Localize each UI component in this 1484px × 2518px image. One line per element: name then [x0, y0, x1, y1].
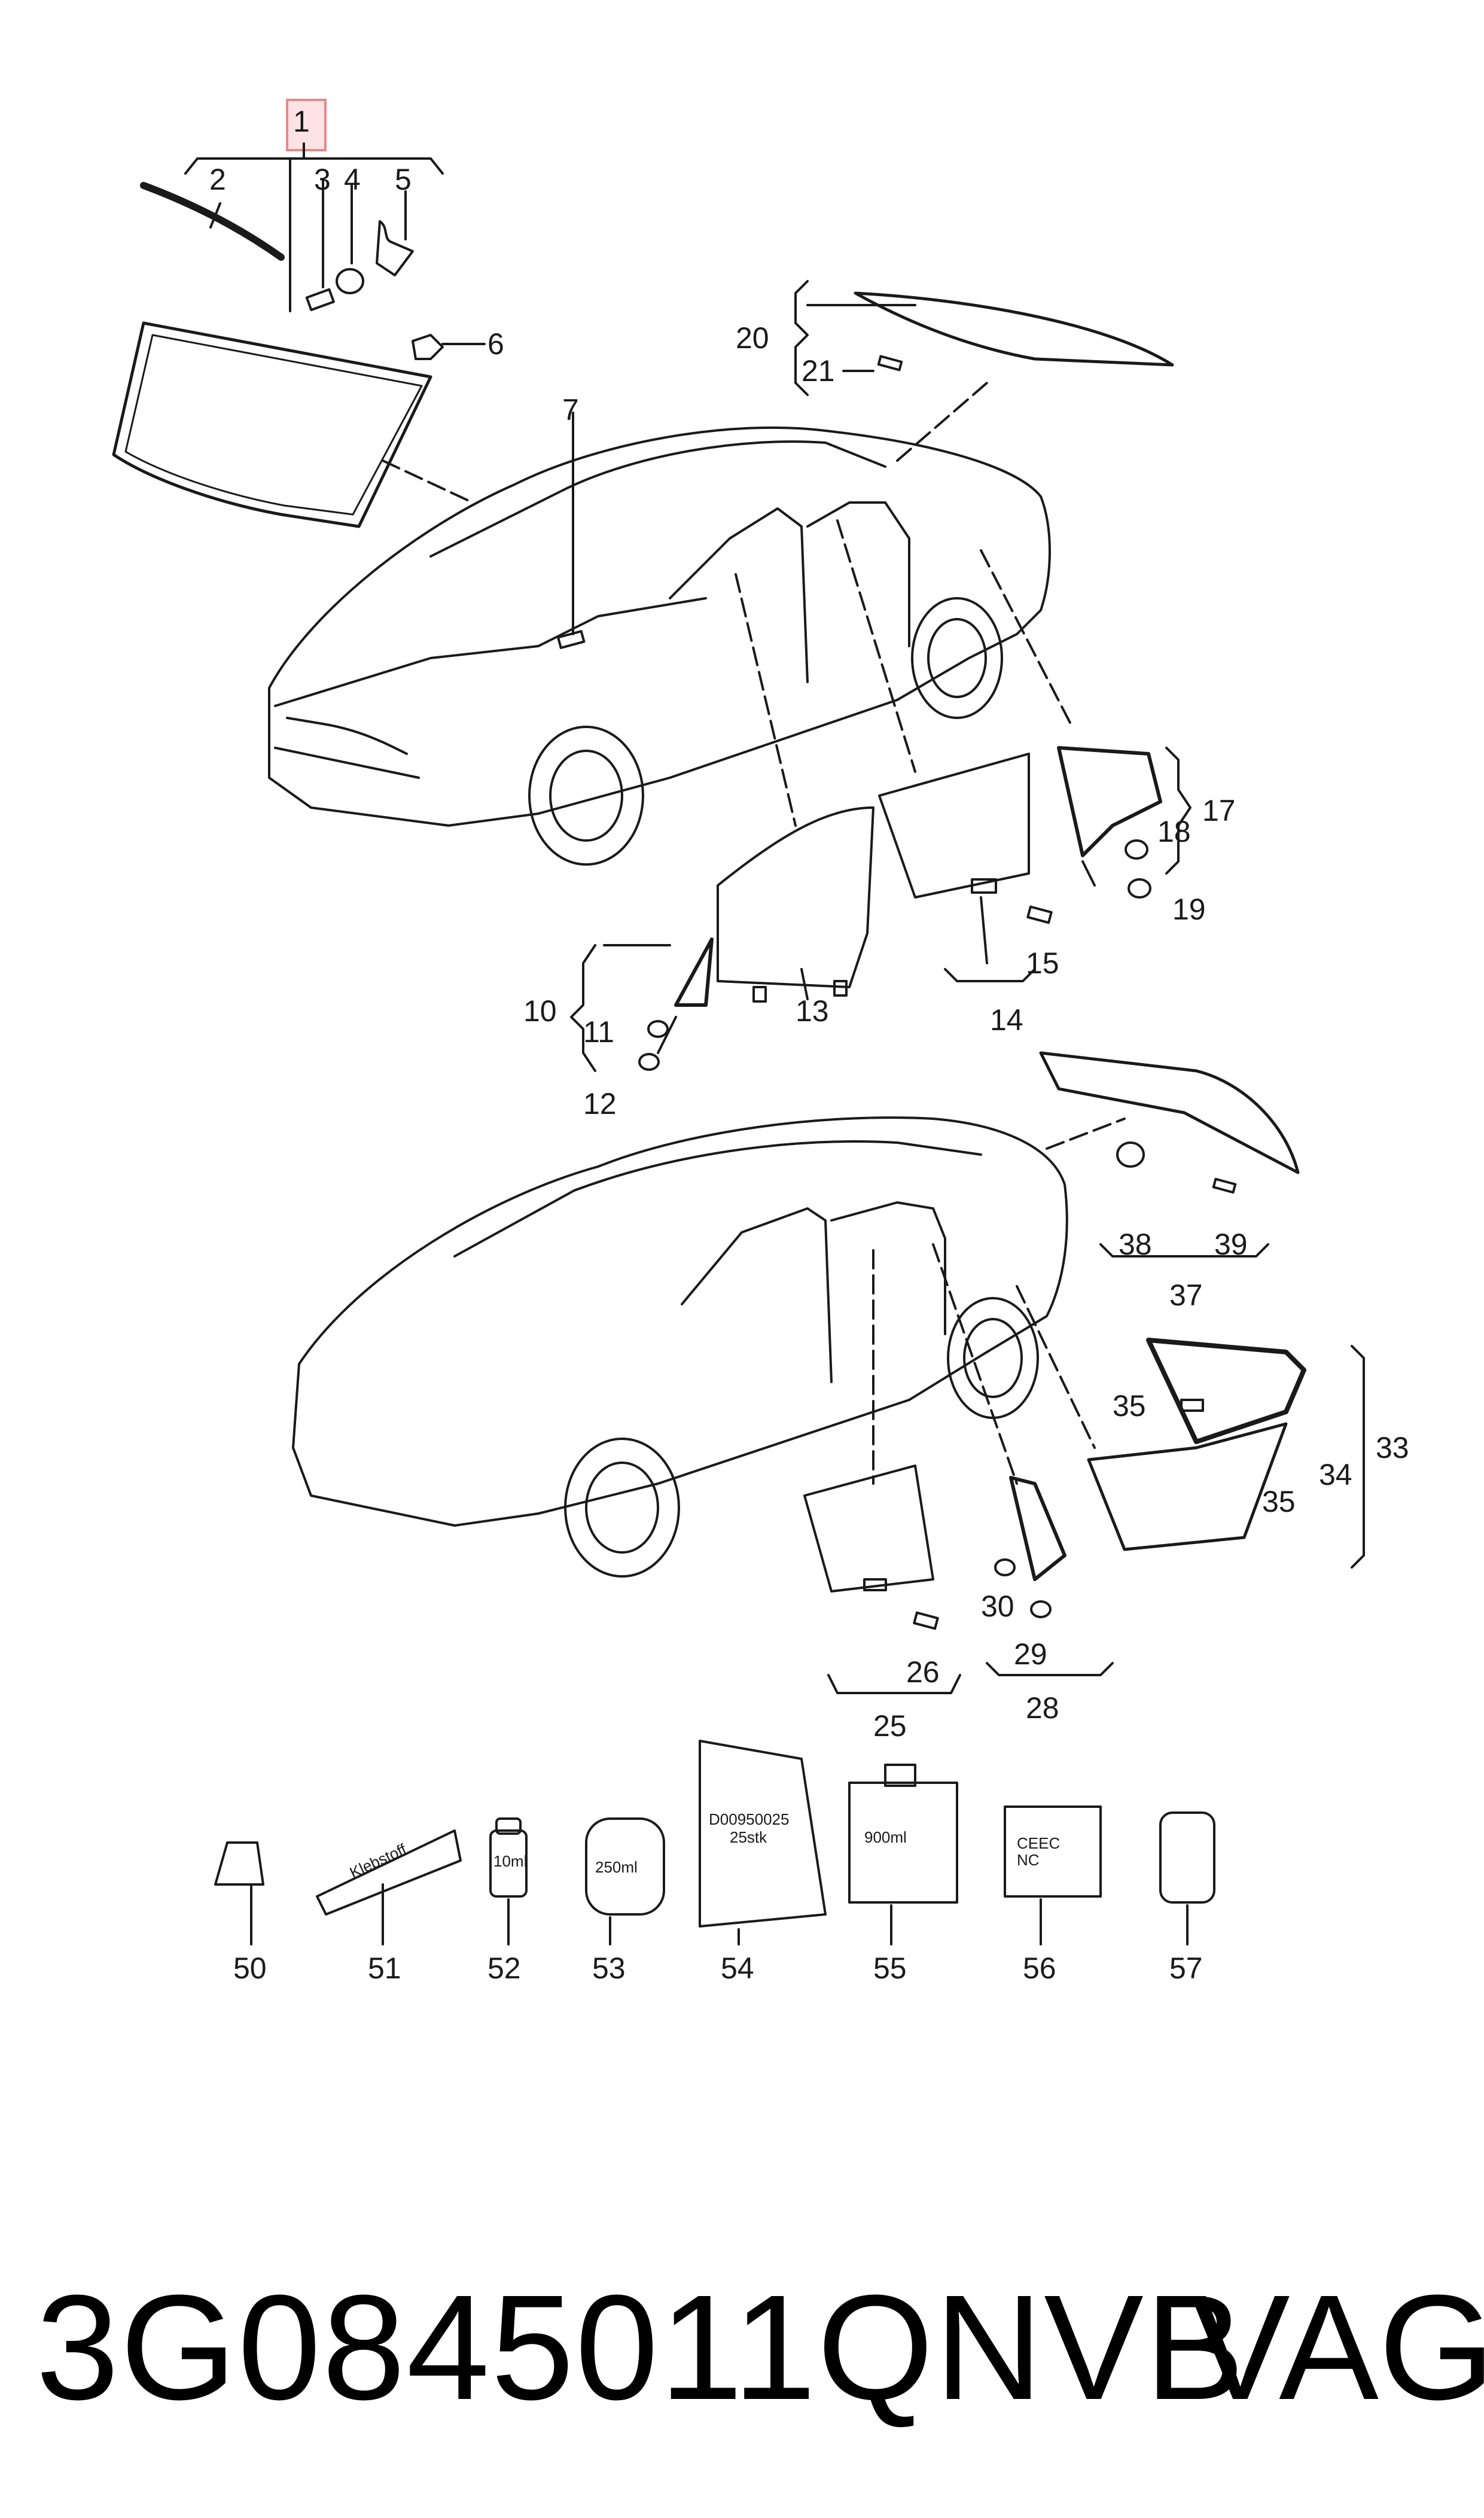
part-label-10: 10	[523, 994, 557, 1028]
part-label-51: 51	[368, 1951, 401, 1985]
part-label-35a: 35	[1113, 1389, 1146, 1423]
part-label-2: 2	[209, 163, 226, 196]
part-label-5: 5	[395, 163, 412, 196]
rear-window-saloon	[794, 280, 1174, 396]
part-label-57: 57	[1169, 1951, 1203, 1985]
part-label-12: 12	[583, 1087, 617, 1121]
tube-text: Klebstoff	[347, 1840, 410, 1881]
part-label-28: 28	[1026, 1691, 1059, 1725]
rear-window-estate	[1039, 1051, 1300, 1258]
cube-text-2: NC	[1017, 1851, 1040, 1869]
bottle-small-text: 10ml	[493, 1852, 527, 1870]
side-window-estate	[1087, 1338, 1365, 1569]
part-label-3: 3	[314, 163, 331, 196]
part-label-34: 34	[1319, 1458, 1352, 1491]
part-label-55: 55	[873, 1951, 907, 1985]
quarter-glass-rear	[1057, 746, 1192, 899]
can-text: 250ml	[595, 1858, 638, 1876]
box-text: 900ml	[864, 1828, 907, 1846]
part-label-20: 20	[736, 321, 769, 355]
windscreen-group	[112, 142, 486, 528]
part-label-19: 19	[1172, 893, 1206, 926]
footer: 3G0845011QNVB VAG	[0, 2261, 1484, 2431]
part-label-4: 4	[344, 163, 361, 196]
part-label-11: 11	[583, 1015, 614, 1049]
saloon-car-outline	[268, 382, 1072, 866]
part-label-7: 7	[562, 393, 579, 427]
part-label-25: 25	[873, 1709, 907, 1743]
part-label-17: 17	[1202, 794, 1236, 827]
part-label-38: 38	[1119, 1228, 1152, 1261]
rear-door-glass-saloon	[878, 753, 1053, 982]
part-label-37: 37	[1169, 1278, 1203, 1312]
part-label-29: 29	[1014, 1637, 1047, 1671]
pouch-text-2: 25stk	[730, 1828, 767, 1846]
part-label-53: 53	[592, 1951, 626, 1985]
brand-name: VAG	[1190, 2264, 1484, 2431]
highlight-part-1	[286, 99, 327, 151]
part-label-52: 52	[487, 1951, 521, 1985]
pouch-text-1: D00950025	[709, 1810, 789, 1828]
part-label-1: 1	[293, 105, 310, 138]
front-door-glass-saloon	[717, 806, 874, 1003]
part-number: 3G0845011QNVB	[36, 2264, 1246, 2431]
part-label-30: 30	[981, 1590, 1014, 1623]
part-label-39: 39	[1214, 1228, 1248, 1261]
rear-door-glass-estate	[803, 1464, 961, 1694]
part-label-54: 54	[721, 1951, 754, 1985]
part-label-26: 26	[906, 1655, 940, 1689]
part-label-14: 14	[990, 1003, 1023, 1037]
part-label-15: 15	[1026, 946, 1059, 980]
quarter-glass-estate	[986, 1476, 1114, 1676]
parts-diagram: Klebstoff 10ml 250ml D00950025 25stk 900…	[112, 142, 1365, 1945]
part-label-35b: 35	[1262, 1485, 1296, 1518]
part-label-56: 56	[1023, 1951, 1056, 1985]
cube-text-1: CEEC	[1017, 1834, 1060, 1852]
part-label-13: 13	[796, 994, 829, 1028]
part-label-18: 18	[1157, 815, 1191, 848]
part-label-33: 33	[1376, 1431, 1409, 1464]
products-row	[214, 1740, 1215, 1945]
part-label-6: 6	[487, 327, 504, 361]
part-label-50: 50	[233, 1951, 267, 1985]
estate-car-outline	[292, 1116, 1126, 1578]
part-label-21: 21	[802, 354, 835, 388]
quarter-glass-front	[570, 937, 714, 1072]
